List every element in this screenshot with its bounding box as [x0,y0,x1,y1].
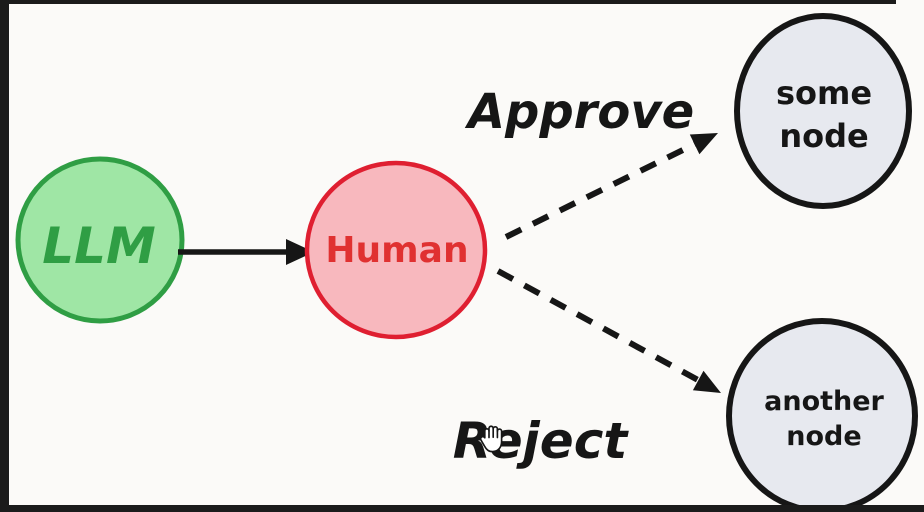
llm-node-label[interactable]: LLM [42,217,155,275]
screen-edge-left-bar [0,0,9,512]
approve-arrow[interactable] [504,133,718,240]
open-hand-cursor-icon [479,425,503,453]
approve-arrow-head [689,133,718,155]
human-node-label[interactable]: Human [325,230,468,271]
another-node-label-line2[interactable]: node [786,421,861,452]
screen-edge-top-bar [0,0,896,4]
screen-edge-bottom-bar [0,505,924,512]
reject-arrow[interactable] [496,268,721,393]
approve-arrow-shaft [504,141,697,240]
some-node-label-line2[interactable]: node [779,117,868,155]
llm-node[interactable] [15,156,185,324]
some-node-label-line1[interactable]: some [776,74,872,112]
arrow-llm-to-human[interactable] [178,239,314,265]
another-node-label-line1[interactable]: another [764,386,884,417]
reject-arrow-head [692,370,721,393]
human-node[interactable] [304,160,488,340]
arrow-llm-to-human-head [286,239,314,265]
approve-edge-label[interactable]: Approve [464,84,694,140]
reject-edge-label[interactable]: Reject [453,412,630,470]
reject-arrow-shaft [496,268,700,383]
some-node[interactable] [734,13,912,209]
